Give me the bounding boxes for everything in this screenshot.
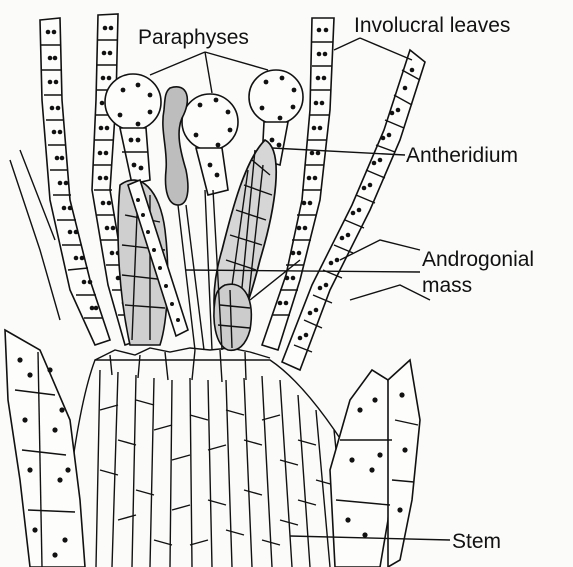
label-antheridium: Antheridium	[406, 144, 518, 167]
label-paraphyses: Paraphyses	[138, 26, 249, 49]
young-antheridium	[163, 87, 188, 205]
label-mass: mass	[422, 274, 472, 297]
involucral-leaves-leader	[334, 38, 412, 60]
stem-tissue	[60, 348, 380, 567]
label-androgonial: Androgonial	[422, 248, 534, 271]
right-leaf-cells	[330, 360, 420, 567]
left-leaf-cells	[5, 330, 85, 567]
label-involucral-leaves: Involucral leaves	[354, 14, 510, 37]
label-stem: Stem	[452, 530, 501, 553]
